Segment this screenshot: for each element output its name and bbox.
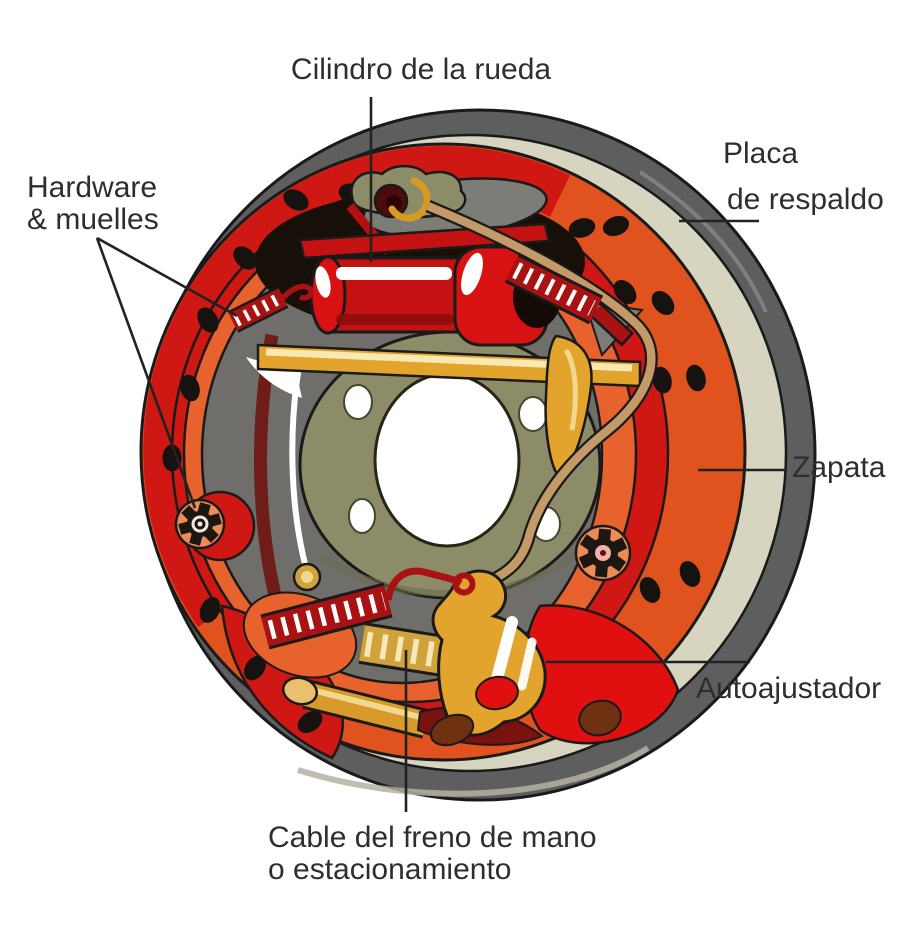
- label-hardware-line1: Hardware: [27, 171, 158, 204]
- drum-sheen: [297, 745, 650, 797]
- label-backing-plate-line1: Placa: [723, 137, 799, 170]
- self-adjuster-lever: [429, 569, 547, 747]
- return-spring-upper-left: [227, 283, 314, 333]
- label-brake-shoe: Zapata: [792, 451, 886, 484]
- pivot-post: [292, 562, 322, 592]
- label-hardware-springs: Hardware & muelles: [27, 172, 159, 236]
- hub-center-hole: [373, 372, 521, 548]
- label-backing-plate-line2: de respaldo: [727, 183, 884, 216]
- label-parking-cable-line2: o estacionamiento: [268, 853, 512, 886]
- label-parking-cable: Cable del freno de mano o estacionamient…: [268, 822, 597, 886]
- spring-hook-wire: [384, 567, 476, 601]
- label-parking-cable-line1: Cable del freno de mano: [268, 821, 597, 854]
- label-wheel-cylinder: Cilindro de la rueda: [290, 53, 552, 86]
- label-hardware-line2: & muelles: [27, 203, 159, 236]
- leader-hardware-a: [96, 236, 238, 318]
- leader-lines: [95, 97, 786, 812]
- return-spring-lower: [260, 582, 393, 650]
- hold-down-retainer-right: [574, 524, 632, 582]
- leader-hardware-b: [95, 237, 197, 509]
- label-self-adjuster: Autoajustador: [696, 672, 882, 705]
- right-shoe-lower-end: [523, 604, 680, 745]
- hold-down-retainer-left: [174, 490, 256, 562]
- return-spring-upper-right: [504, 253, 635, 347]
